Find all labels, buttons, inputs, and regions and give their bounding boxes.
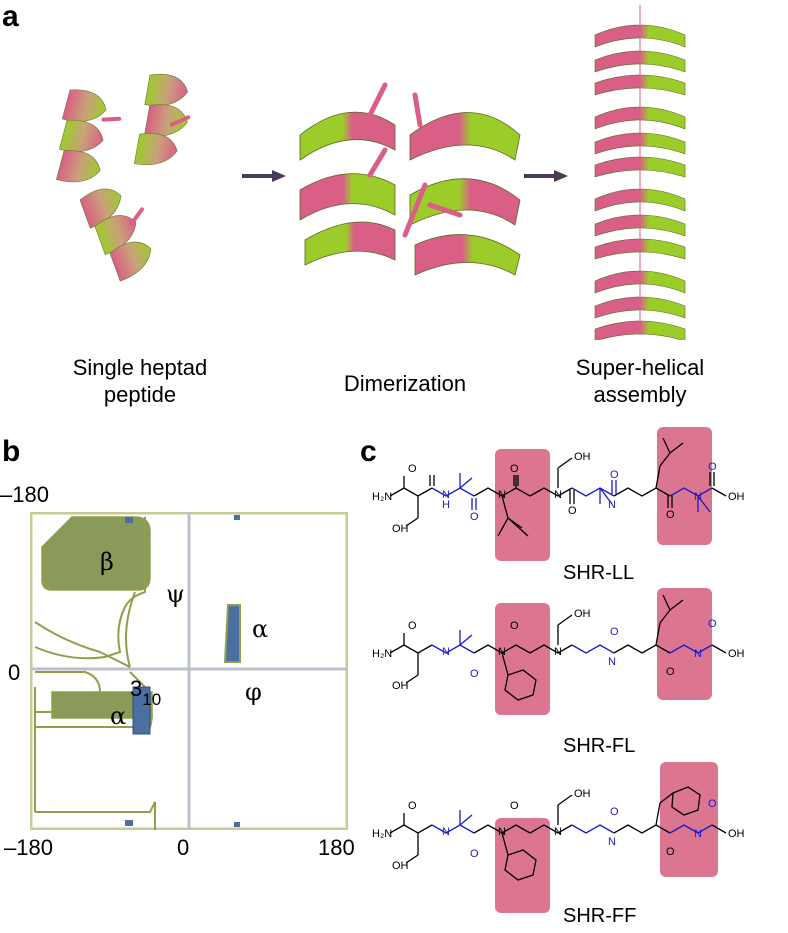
highlight-ll-2 xyxy=(657,427,712,545)
svg-text:O: O xyxy=(708,618,717,630)
alpha-right-label: α xyxy=(252,615,269,643)
svg-text:N: N xyxy=(442,826,450,838)
svg-text:N: N xyxy=(608,836,616,848)
caption-assembly-line2: assembly xyxy=(593,382,687,407)
three-ten-label: 310 xyxy=(130,676,161,709)
svg-text:OH: OH xyxy=(392,680,409,692)
psi-label: ψ xyxy=(166,580,185,608)
edge-mark-4 xyxy=(234,822,240,827)
caption-single-line1: Single heptad xyxy=(72,355,208,380)
svg-text:N: N xyxy=(694,491,702,503)
highlight-ff-2 xyxy=(660,762,718,877)
three-ten-sub: 10 xyxy=(142,690,162,709)
svg-text:O: O xyxy=(666,509,675,521)
svg-text:N: N xyxy=(608,499,616,511)
svg-text:N: N xyxy=(694,828,702,840)
svg-text:N: N xyxy=(554,489,562,501)
svg-text:N: N xyxy=(694,648,702,660)
svg-text:N: N xyxy=(608,656,616,668)
beta-label: β xyxy=(100,548,114,576)
svg-text:O: O xyxy=(666,846,675,858)
svg-text:N: N xyxy=(442,646,450,658)
label-shr-ll: SHR-LL xyxy=(563,562,635,584)
svg-text:OH: OH xyxy=(728,491,745,503)
svg-text:O: O xyxy=(470,848,479,860)
edge-mark-1 xyxy=(125,517,133,523)
y-tick-zero: 0 xyxy=(8,660,21,685)
x-tick-left: –180 xyxy=(4,835,53,860)
svg-text:H: H xyxy=(442,499,450,511)
x-tick-right: 180 xyxy=(318,835,355,860)
allowed-boundary-curve xyxy=(125,591,136,668)
svg-text:O: O xyxy=(666,666,675,678)
svg-text:OH: OH xyxy=(728,648,745,660)
svg-text:N: N xyxy=(442,489,450,501)
svg-text:OH: OH xyxy=(574,451,591,463)
svg-text:O: O xyxy=(408,463,417,475)
svg-text:O: O xyxy=(510,463,519,475)
highlight-fl-2 xyxy=(657,588,712,700)
caption-single-heptad: Single heptad peptide xyxy=(55,354,225,408)
single-heptad-helix-illustration xyxy=(55,73,191,282)
dimer-helix-illustration xyxy=(299,82,521,276)
svg-text:N: N xyxy=(498,489,506,501)
svg-text:H₂N: H₂N xyxy=(372,491,392,503)
three-ten-region xyxy=(132,686,151,735)
bottom-boundary xyxy=(35,801,156,830)
svg-text:H₂N: H₂N xyxy=(372,648,392,660)
panel-b-label: b xyxy=(2,435,21,468)
alpha-left-label: α xyxy=(110,702,127,730)
svg-text:O: O xyxy=(408,620,417,632)
panel-a-label: a xyxy=(2,0,19,33)
svg-text:O: O xyxy=(470,668,479,680)
svg-text:N: N xyxy=(554,826,562,838)
svg-text:O: O xyxy=(568,505,577,517)
ramachandran-plot xyxy=(30,512,348,830)
svg-text:O: O xyxy=(708,798,717,810)
svg-text:O: O xyxy=(708,461,717,473)
caption-assembly-line1: Super-helical xyxy=(575,355,705,380)
structure-shr-ff: H₂N O OH N O N O N OH O N O N O OH xyxy=(372,786,745,881)
phi-label: φ xyxy=(245,678,262,706)
svg-text:OH: OH xyxy=(392,860,409,872)
svg-text:OH: OH xyxy=(392,523,409,535)
svg-text:O: O xyxy=(510,620,519,632)
svg-text:N: N xyxy=(554,646,562,658)
edge-mark-2 xyxy=(234,515,240,520)
svg-text:H₂N: H₂N xyxy=(372,828,392,840)
svg-text:O: O xyxy=(408,800,417,812)
caption-dimerization: Dimerization xyxy=(343,371,467,396)
svg-text:O: O xyxy=(610,806,619,818)
structure-shr-fl: H₂N O OH N O N O N OH O N O N O OH xyxy=(372,594,745,701)
x-tick-center: 0 xyxy=(177,835,190,860)
svg-text:N: N xyxy=(498,646,506,658)
svg-text:O: O xyxy=(610,469,619,481)
caption-single-line2: peptide xyxy=(103,382,177,407)
svg-text:O: O xyxy=(510,800,519,812)
allowed-boundary-inner xyxy=(34,621,131,668)
super-helical-assembly-illustration xyxy=(594,5,686,340)
alpha-right-region xyxy=(223,604,241,663)
label-shr-fl: SHR-FL xyxy=(563,735,636,757)
svg-text:O: O xyxy=(610,626,619,638)
arrow-to-assembly xyxy=(524,170,568,182)
highlight-ff-1 xyxy=(495,818,550,913)
three-ten-main: 3 xyxy=(130,676,143,701)
y-tick-top: –180 xyxy=(0,482,49,507)
svg-text:N: N xyxy=(498,826,506,838)
arrow-to-dimer xyxy=(242,170,286,182)
structure-shr-ll: H₂N O OH H N O N O N OH O O N O N O OH xyxy=(372,437,745,537)
panel-c-label: c xyxy=(360,435,377,468)
svg-text:OH: OH xyxy=(574,788,591,800)
svg-text:OH: OH xyxy=(574,608,591,620)
svg-text:OH: OH xyxy=(728,828,745,840)
caption-super-helical: Super-helical assembly xyxy=(560,354,720,408)
label-shr-ff: SHR-FF xyxy=(563,905,637,927)
svg-text:O: O xyxy=(470,511,479,523)
edge-mark-3 xyxy=(125,820,133,826)
